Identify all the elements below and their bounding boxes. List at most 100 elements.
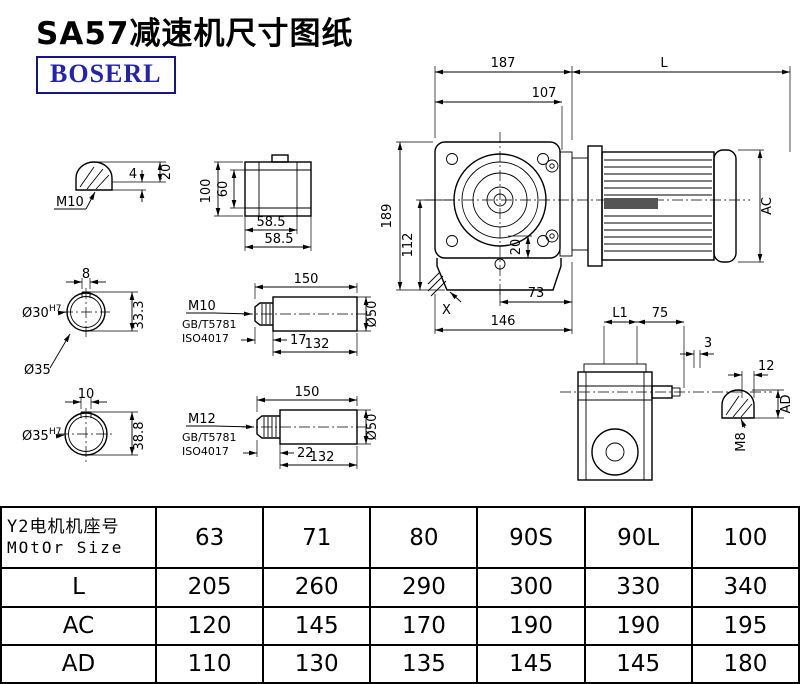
bore-view-1: 8 Ø30 H7 33.3 Ø35 <box>22 267 147 378</box>
motor-frame-label-en: MOtOr Size <box>7 538 124 558</box>
dim-100: 100 <box>199 179 214 204</box>
ground-hatch <box>427 271 447 297</box>
technical-drawing: 187 L 107 189 112 20 73 146 X AC <box>22 56 794 481</box>
l-value-5: 340 <box>690 567 800 608</box>
ac-value-5: 195 <box>690 605 800 646</box>
dim-50-shaft2: Ø50 <box>365 414 380 441</box>
motor-frame-label-cn: Y2电机机座号 <box>7 517 120 538</box>
label-iso-standard-2: ISO4017 <box>182 445 229 458</box>
l-value-4: 330 <box>583 567 693 608</box>
dim-key-width-8: 8 <box>82 267 90 282</box>
ac-value-0: 120 <box>154 605 265 646</box>
dim-60: 60 <box>216 181 231 198</box>
shaft-detail-1: 150 M10 GB/T5781 ISO4017 17 132 Ø50 <box>182 272 380 356</box>
fan-cowl <box>713 149 737 263</box>
ac-value-3: 190 <box>476 605 586 646</box>
dim-132-shaft2: 132 <box>310 450 335 465</box>
dim-3: 3 <box>704 336 712 351</box>
motor-fins <box>604 159 712 252</box>
ad-value-0: 110 <box>154 643 265 684</box>
l-value-3: 300 <box>476 567 586 608</box>
dim-146: 146 <box>491 314 516 329</box>
label-gb-standard-2: GB/T5781 <box>182 431 237 444</box>
dim-189: 189 <box>380 204 395 229</box>
dim-17: 17 <box>290 333 307 348</box>
ad-value-4: 145 <box>583 643 693 684</box>
dim-20-keyend: 20 <box>159 164 174 181</box>
dim-38-8: 38.8 <box>132 422 147 451</box>
dim-75: 75 <box>652 306 669 321</box>
dim-107: 107 <box>532 86 557 101</box>
dim-ad: AD <box>779 395 794 414</box>
dim-4: 4 <box>129 167 137 182</box>
boserl-logo-text: BOSERL <box>50 59 162 88</box>
label-m8: M8 <box>734 432 749 452</box>
motor-size-90s: 90S <box>476 505 586 570</box>
dome-hatch <box>79 166 110 190</box>
ad-value-2: 135 <box>369 643 479 684</box>
dimension-table: Y2电机机座号 MOtOr Size 63 71 80 90S 90L 100 … <box>0 505 800 684</box>
l-value-2: 290 <box>369 567 479 608</box>
dim-73: 73 <box>528 286 545 301</box>
dim-150-shaft1: 150 <box>294 272 319 287</box>
dim-l1: L1 <box>612 306 628 321</box>
dim-12: 12 <box>758 359 775 374</box>
key-end-view: M10 4 20 <box>54 161 174 210</box>
dim-20-main: 20 <box>509 239 524 256</box>
main-view: 187 L 107 189 112 20 73 146 X AC <box>380 56 791 334</box>
bore-view-2: 10 Ø35 H7 38.8 <box>22 387 147 462</box>
ad-value-5: 180 <box>690 643 800 684</box>
table-header-row: Y2电机机座号 MOtOr Size 63 71 80 90S 90L 100 <box>0 505 800 570</box>
dim-key-width-10: 10 <box>78 387 95 402</box>
label-m10-keyend: M10 <box>56 195 84 210</box>
keyway-1 <box>81 291 91 298</box>
motor-size-label-cell: Y2电机机座号 MOtOr Size <box>0 505 157 570</box>
dim-187: 187 <box>491 56 516 71</box>
row-label-ad: AD <box>0 643 157 684</box>
motor-size-100: 100 <box>690 505 800 570</box>
thread-lines-2 <box>263 417 277 437</box>
dim-l: L <box>660 56 668 71</box>
label-tol-h7-1: H7 <box>49 304 62 314</box>
l-value-0: 205 <box>154 567 265 608</box>
table-row-ac: AC 120 145 170 190 190 195 <box>0 605 800 646</box>
motor-size-90l: 90L <box>583 505 693 570</box>
label-tol-h7-2: H7 <box>49 427 62 437</box>
ac-value-1: 145 <box>262 605 372 646</box>
gearbox-outline <box>427 141 589 297</box>
dim-ac: AC <box>760 197 775 215</box>
keyway-2 <box>80 411 92 418</box>
dim-112: 112 <box>401 233 416 258</box>
motor-size-63: 63 <box>154 505 265 570</box>
ac-value-4: 190 <box>583 605 693 646</box>
dome-hatch-2 <box>725 395 753 418</box>
shaft-detail-2: 150 M12 GB/T5781 ISO4017 22 132 Ø50 <box>182 385 380 469</box>
dim-132-shaft1: 132 <box>305 337 330 352</box>
label-m12-shaft2: M12 <box>188 412 216 427</box>
label-iso-standard-1: ISO4017 <box>182 332 229 345</box>
row-label-ac: AC <box>0 605 157 646</box>
motor-size-80: 80 <box>369 505 479 570</box>
thread-lines-1 <box>261 304 271 324</box>
label-bore-35: Ø35 <box>22 429 49 444</box>
motor-size-71: 71 <box>262 505 372 570</box>
motor-outline <box>587 145 737 267</box>
dim-150-shaft2: 150 <box>295 385 320 400</box>
ac-value-2: 170 <box>369 605 479 646</box>
label-m10-shaft1: M10 <box>188 299 216 314</box>
label-gb-standard-1: GB/T5781 <box>182 318 237 331</box>
table-row-l: L 205 260 290 300 330 340 <box>0 567 800 608</box>
dim-58-5-right: 58.5 <box>265 232 294 247</box>
l-value-1: 260 <box>262 567 372 608</box>
label-bore-30: Ø30 <box>22 306 49 321</box>
flange-view: 100 60 58.5 58.5 <box>199 154 312 251</box>
dim-50-shaft1: Ø50 <box>365 301 380 328</box>
ad-value-3: 145 <box>476 643 586 684</box>
page-title: SA57减速机尺寸图纸 <box>36 16 354 52</box>
boserl-logo: BOSERL <box>36 56 176 94</box>
dim-33-3: 33.3 <box>132 301 147 330</box>
key-end-dome-2 <box>721 389 755 419</box>
table-row-ad: AD 110 130 135 145 145 180 <box>0 643 800 684</box>
dim-58-5-left: 58.5 <box>257 215 286 230</box>
